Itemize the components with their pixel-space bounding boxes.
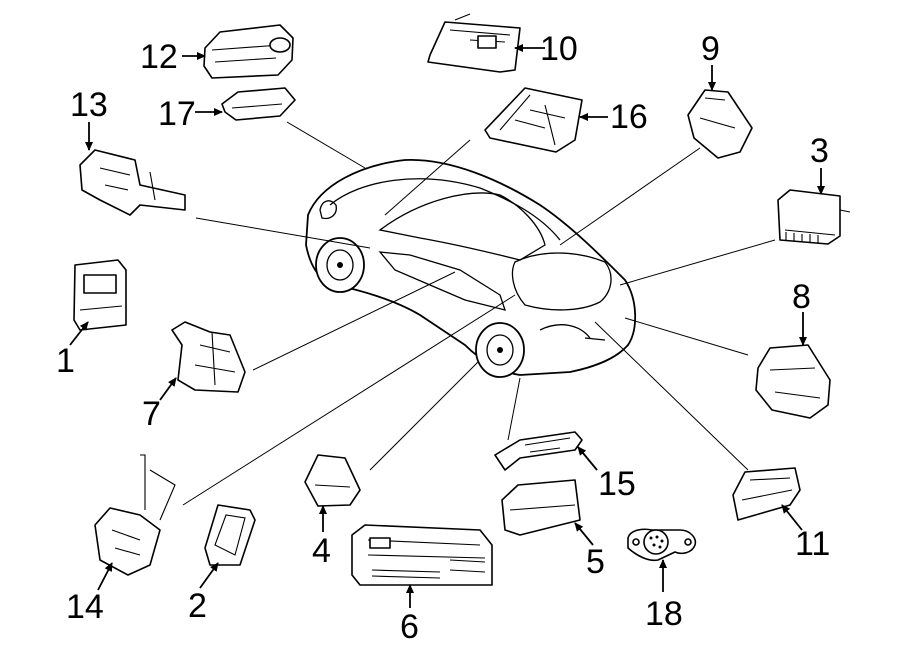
part-6-control-panel [351, 524, 493, 586]
leader-lines [182, 121, 776, 506]
callout-17: 17 [158, 95, 196, 133]
callout-5: 5 [586, 543, 605, 581]
part-11-module [732, 467, 801, 521]
callout-8: 8 [792, 278, 811, 316]
callout-6: 6 [400, 608, 419, 646]
callout-9: 9 [701, 30, 720, 68]
part-15-bracket [494, 431, 583, 471]
part-3-control-unit [777, 189, 851, 245]
part-9-module [687, 89, 753, 159]
callout-arrows [69, 44, 825, 608]
callout-14: 14 [66, 588, 104, 626]
part-7-mounting-bracket [171, 321, 246, 393]
callout-4: 4 [312, 532, 331, 570]
callout-2: 2 [188, 587, 207, 625]
part-16-tray [484, 87, 583, 153]
part-5-module [501, 479, 581, 536]
callout-3: 3 [810, 132, 829, 170]
part-18-connector [627, 528, 697, 562]
part-12-control-module [203, 24, 294, 79]
callout-13: 13 [70, 86, 108, 124]
part-1-ecu [73, 259, 127, 331]
vehicle-illustration [305, 159, 637, 378]
part-8-control-unit [755, 344, 831, 419]
part-10-module-bracket [427, 13, 521, 73]
part-13-bracket [79, 149, 186, 216]
part-2-module [204, 504, 256, 566]
callout-7: 7 [142, 395, 161, 433]
callout-15: 15 [598, 465, 636, 503]
callout-12: 12 [140, 38, 178, 76]
part-17-sensor [221, 87, 296, 121]
callout-10: 10 [540, 30, 578, 68]
callout-16: 16 [610, 98, 648, 136]
callout-1: 1 [56, 342, 75, 380]
part-4-module [304, 454, 361, 507]
part-14-bracket-assembly [94, 454, 176, 576]
callout-11: 11 [795, 525, 830, 563]
callout-numbers: 1 2 3 4 5 6 7 8 9 10 11 12 13 14 15 16 1… [56, 30, 830, 646]
callout-18: 18 [645, 595, 683, 633]
